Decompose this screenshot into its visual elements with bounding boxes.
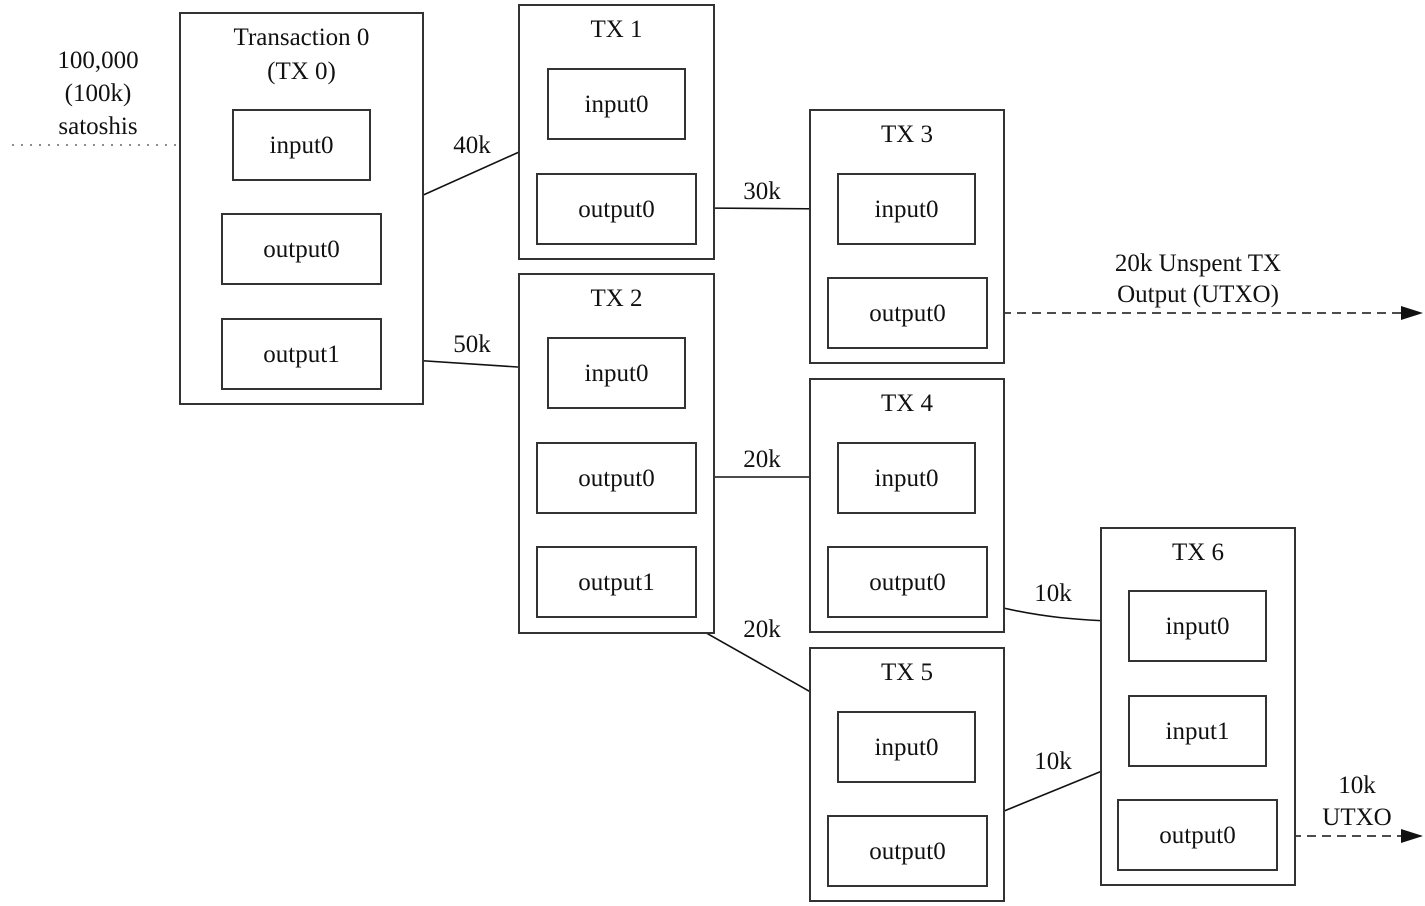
transaction-title: TX 2 <box>590 285 642 312</box>
port-box <box>837 173 976 245</box>
port-input0: input0 <box>547 68 686 140</box>
edge-label: 40k <box>453 132 491 159</box>
port-box <box>837 711 976 783</box>
edge-label: UTXO <box>1322 804 1391 831</box>
transaction-title: TX 4 <box>881 390 934 417</box>
port-label: output0 <box>869 300 945 327</box>
transaction-tx3: TX 3 input0 output0 <box>809 109 1005 364</box>
port-box <box>827 277 988 349</box>
edge-label: 100,000 <box>57 47 138 74</box>
port-output0: output0 <box>827 546 988 618</box>
transaction-tx5: TX 5 input0 output0 <box>809 647 1005 902</box>
port-input0: input0 <box>232 109 371 181</box>
port-label: input0 <box>1166 613 1230 640</box>
transaction-title: TX 3 <box>881 121 933 148</box>
edge-label: Output (UTXO) <box>1117 281 1279 308</box>
port-box <box>1117 799 1278 871</box>
transaction-tx0: Transaction 0 (TX 0) input0 output0 output1 <box>179 12 424 405</box>
port-input0: input0 <box>837 711 976 783</box>
port-output1: output1 <box>536 546 697 618</box>
port-box <box>827 546 988 618</box>
port-output0: output0 <box>827 277 988 349</box>
port-label: input0 <box>875 196 939 223</box>
edge-labels-layer: 100,000 (100k) satoshis 40k 50k 30k 20k Unspen… <box>57 47 1391 831</box>
edge-label: 10k <box>1338 772 1376 799</box>
port-box <box>1128 695 1267 767</box>
port-label: output0 <box>869 838 945 865</box>
edge-label: (100k) <box>65 80 132 107</box>
transaction-title: TX 6 <box>1172 539 1224 566</box>
transaction-tx6: TX 6 input0 input1 output0 <box>1100 527 1296 886</box>
port-label: output0 <box>578 196 654 223</box>
port-box <box>1128 590 1267 662</box>
edge-label: satoshis <box>58 113 137 140</box>
port-box <box>221 318 382 390</box>
transaction-title: Transaction 0 <box>234 24 370 51</box>
port-output0: output0 <box>536 173 697 245</box>
transaction-tx2: TX 2 input0 output0 output1 <box>518 273 715 634</box>
port-output0: output0 <box>221 213 382 285</box>
edge-label: 20k Unspent TX <box>1115 250 1281 277</box>
port-label: output1 <box>263 341 339 368</box>
port-input0: input0 <box>837 442 976 514</box>
port-box <box>827 815 988 887</box>
edge-label: 10k <box>1034 748 1072 775</box>
edge-label: 10k <box>1034 580 1072 607</box>
edge-label: 50k <box>453 331 491 358</box>
transaction-tx4: TX 4 input0 output0 <box>809 378 1005 633</box>
transaction-tx1: TX 1 input0 output0 <box>518 4 715 260</box>
port-box <box>547 337 686 409</box>
transaction-box <box>179 12 424 405</box>
port-output0: output0 <box>1117 799 1278 871</box>
port-input0: input0 <box>837 173 976 245</box>
transaction-title: TX 5 <box>881 659 933 686</box>
port-box <box>221 213 382 285</box>
port-label: output0 <box>1159 822 1235 849</box>
port-output0: output0 <box>536 442 697 514</box>
port-label: output0 <box>578 465 654 492</box>
edge-label: 30k <box>743 178 781 205</box>
port-box <box>536 442 697 514</box>
port-box <box>232 109 371 181</box>
nodes-layer: Transaction 0(TX 0)input0output0output1T… <box>179 4 1296 902</box>
transaction-title: TX 1 <box>590 16 642 43</box>
port-label: input0 <box>875 734 939 761</box>
port-box <box>536 173 697 245</box>
port-box <box>536 546 697 618</box>
port-box <box>547 68 686 140</box>
transaction-title: (TX 0) <box>267 58 336 85</box>
port-output1: output1 <box>221 318 382 390</box>
port-input0: input0 <box>547 337 686 409</box>
port-input0: input0 <box>1128 590 1267 662</box>
port-label: input0 <box>585 360 649 387</box>
port-label: output1 <box>578 569 654 596</box>
edge-label: 20k <box>743 446 781 473</box>
port-label: output0 <box>263 236 339 263</box>
port-input1: input1 <box>1128 695 1267 767</box>
port-output0: output0 <box>827 815 988 887</box>
port-label: input0 <box>585 91 649 118</box>
edge-label: 20k <box>743 616 781 643</box>
port-label: input0 <box>875 465 939 492</box>
port-box <box>837 442 976 514</box>
port-label: output0 <box>869 569 945 596</box>
port-label: input1 <box>1166 718 1230 745</box>
port-label: input0 <box>270 132 334 159</box>
